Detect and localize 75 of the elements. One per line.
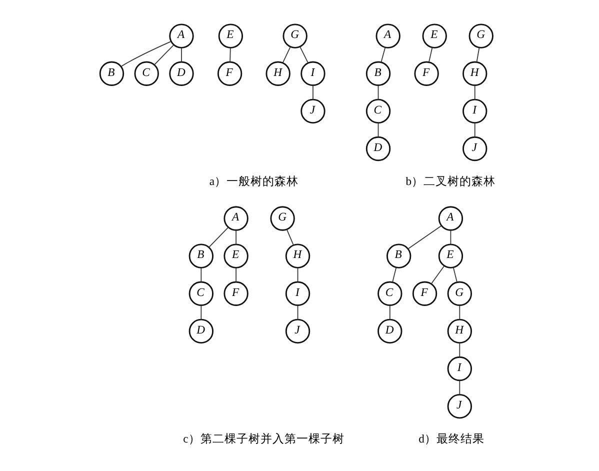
node-circle: D <box>168 61 194 86</box>
connector <box>153 44 174 66</box>
node-circle: C <box>188 281 213 306</box>
label: b）二叉树的森林 <box>405 174 496 188</box>
connector <box>458 380 460 396</box>
node-circle: D <box>377 318 402 344</box>
connector <box>377 84 378 100</box>
connector <box>235 230 236 245</box>
connector <box>428 47 432 63</box>
connector <box>200 267 202 282</box>
node-circle: J <box>300 98 325 124</box>
node-circle: J <box>446 394 472 419</box>
node-circle: A <box>375 24 400 48</box>
connector <box>450 230 451 245</box>
node-circle: I <box>300 61 325 86</box>
node-circle: J <box>284 318 310 344</box>
node-circle: H <box>462 61 487 86</box>
node-circle: E <box>223 244 248 268</box>
node-circle: A <box>223 206 248 231</box>
node-circle: I <box>462 98 487 124</box>
node-circle: G <box>270 206 294 231</box>
node-circle: D <box>365 136 390 162</box>
node-circle: H <box>284 244 310 268</box>
node-circle: I <box>446 356 472 382</box>
node-circle: G <box>282 24 307 48</box>
node-circle: B <box>386 244 411 268</box>
connector <box>407 225 442 250</box>
node-circle: G <box>468 24 493 48</box>
label: a）一般树的森林 <box>208 174 298 188</box>
node-circle: J <box>462 136 487 162</box>
node-circle: H <box>446 318 472 344</box>
node-circle: F <box>223 281 248 306</box>
connector <box>392 267 396 283</box>
connector <box>299 46 308 64</box>
connector <box>476 47 480 63</box>
node-circle: H <box>265 61 290 86</box>
connector <box>458 305 460 320</box>
connector <box>296 305 298 320</box>
connector <box>458 342 460 358</box>
connector <box>208 226 228 248</box>
node-circle: B <box>365 61 390 86</box>
node-circle: A <box>168 24 194 48</box>
node-circle: B <box>98 61 124 86</box>
node-circle: E <box>438 244 463 268</box>
node-circle: I <box>284 281 310 306</box>
connector <box>377 122 378 138</box>
node-circle: A <box>438 206 463 231</box>
node-circle: B <box>188 244 213 268</box>
node-circle: C <box>365 98 390 124</box>
node-circle: G <box>446 281 472 306</box>
node-circle: C <box>377 281 402 306</box>
connector <box>430 266 444 284</box>
connector <box>312 84 313 100</box>
node-circle: F <box>412 281 437 306</box>
connector <box>380 47 386 63</box>
connector <box>180 47 182 62</box>
connector <box>474 84 475 100</box>
connector <box>120 41 171 67</box>
label: d）最终结果 <box>418 432 484 446</box>
label: c）第二棵子树并入第一棵子树 <box>182 432 344 446</box>
connector <box>229 47 230 62</box>
node-circle: F <box>414 61 438 86</box>
connector <box>296 267 298 282</box>
connector <box>200 305 202 320</box>
connector <box>282 46 290 64</box>
connector <box>235 267 236 282</box>
node-circle: E <box>422 24 446 48</box>
node-circle: D <box>188 318 213 344</box>
connector <box>286 229 294 246</box>
node-circle: E <box>218 24 243 48</box>
node-circle: C <box>134 61 158 86</box>
connector <box>388 305 390 320</box>
node-circle: F <box>216 61 242 86</box>
connector <box>474 122 475 138</box>
connector <box>452 267 457 283</box>
